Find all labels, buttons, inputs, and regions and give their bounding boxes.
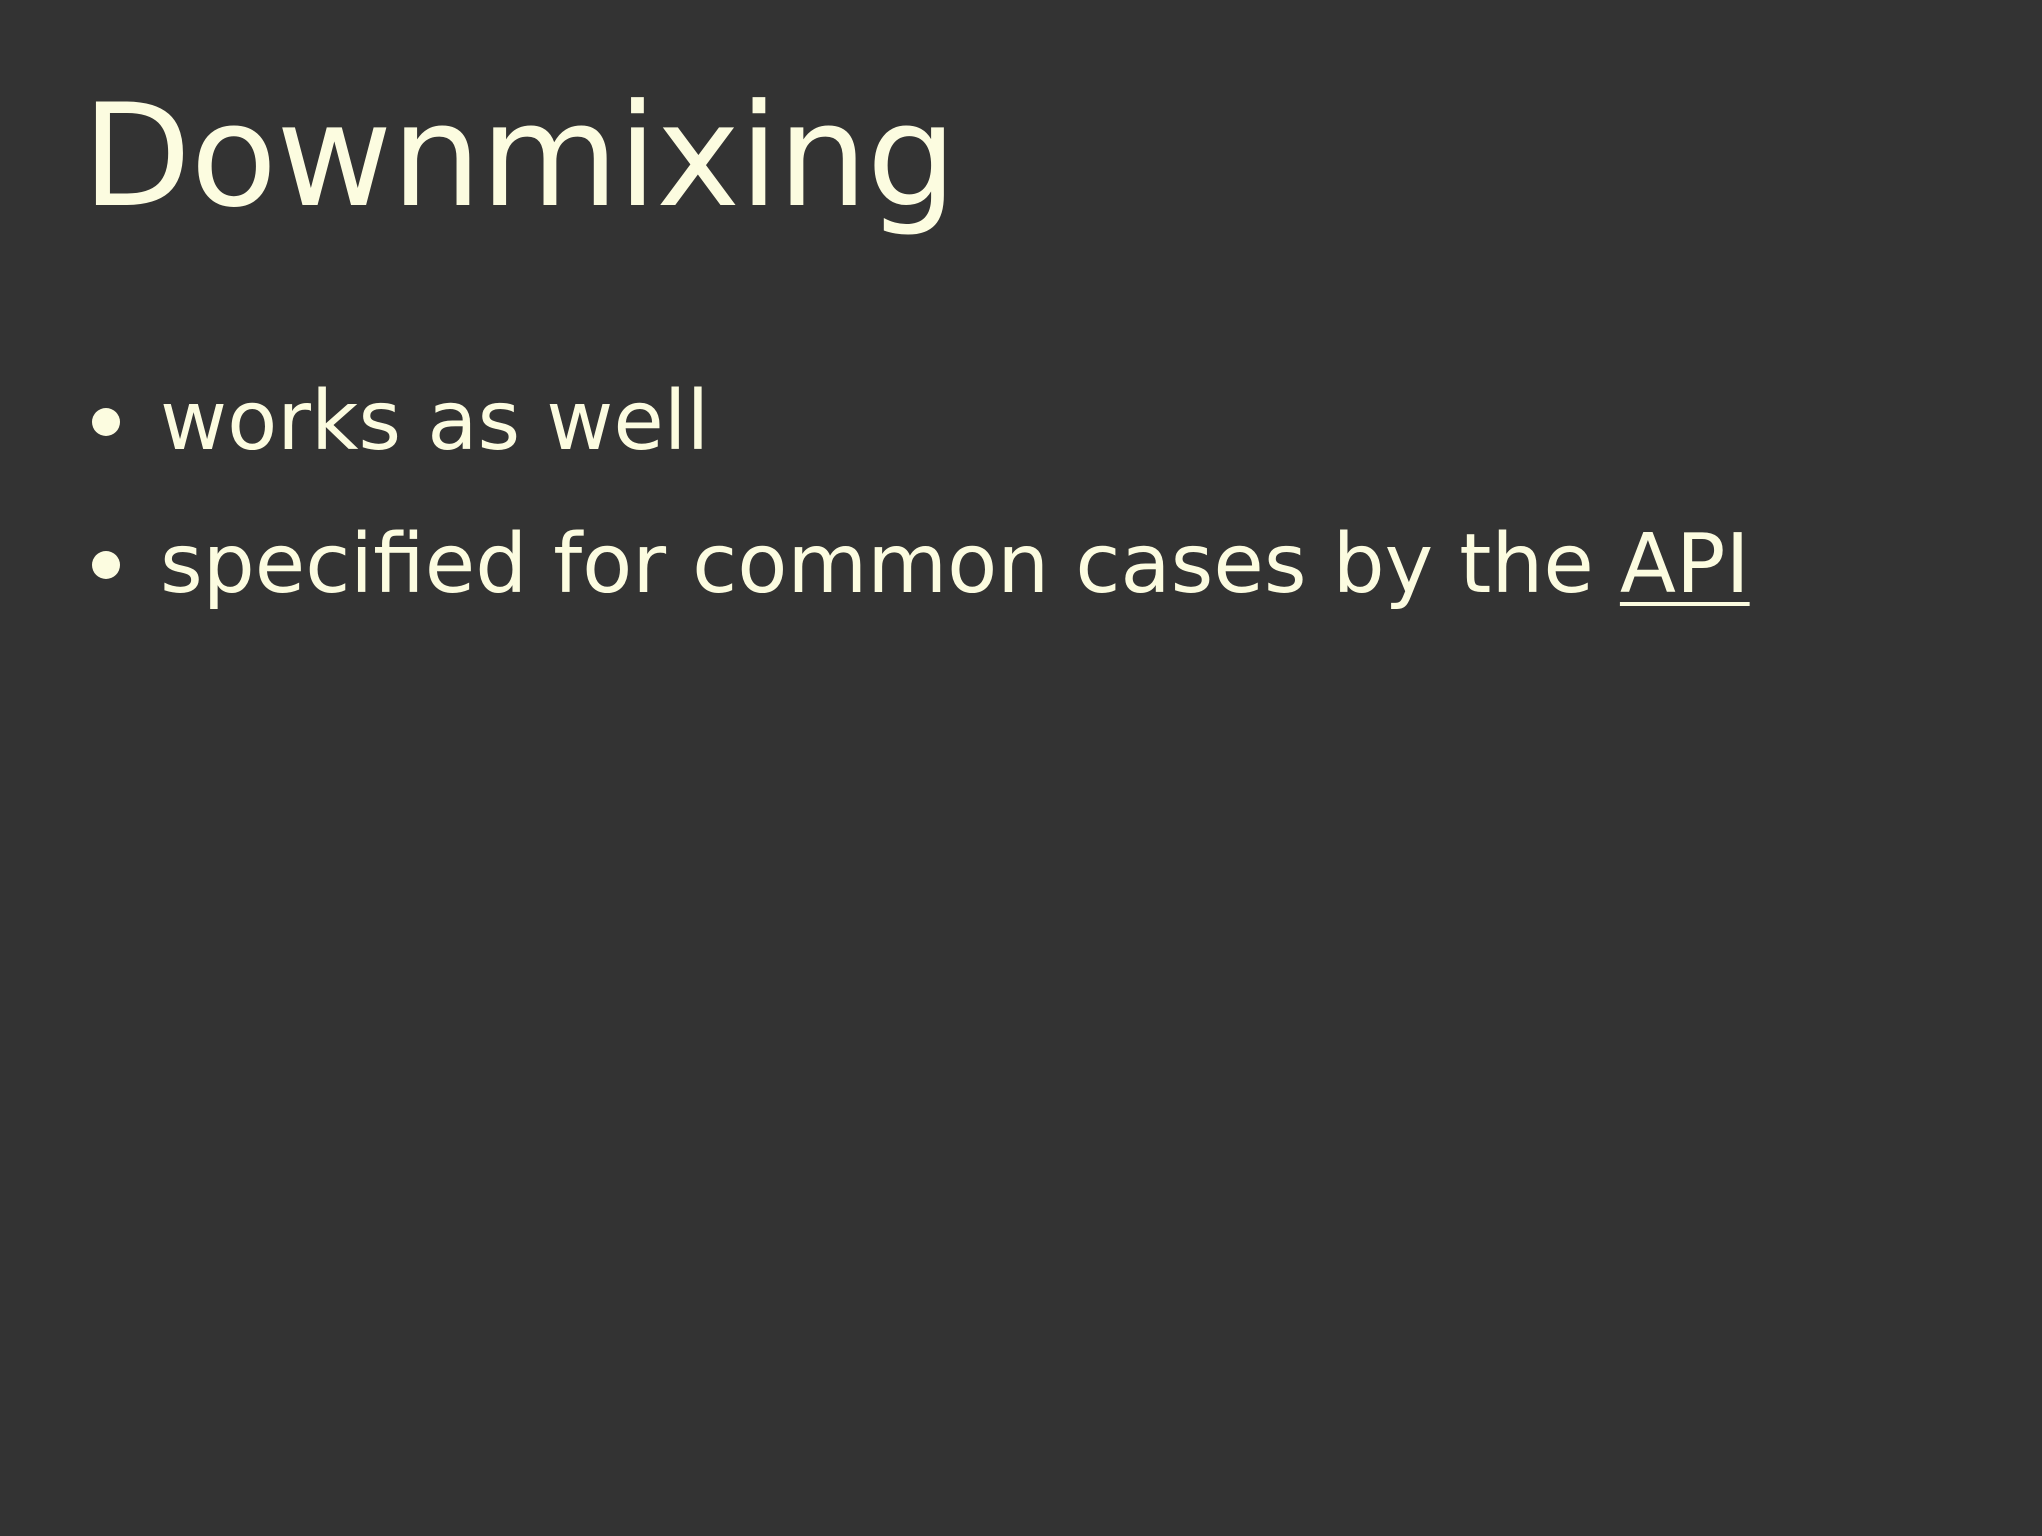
bullet-text-2-prefix: specified for common cases by the — [160, 516, 1620, 612]
bullet-text-2: specified for common cases by the API — [160, 523, 1750, 606]
api-link[interactable]: API — [1619, 516, 1750, 612]
bullet-dot-icon — [92, 550, 120, 579]
bullet-text-1: works as well — [160, 373, 710, 469]
bullet-item-2: specified for common cases by the API — [92, 493, 1750, 636]
bullet-list: works as well specified for common cases… — [92, 350, 1750, 636]
bullet-dot-icon — [92, 407, 120, 436]
bullet-item-1: works as well — [92, 350, 1750, 493]
slide-title: Downmixing — [82, 74, 957, 239]
